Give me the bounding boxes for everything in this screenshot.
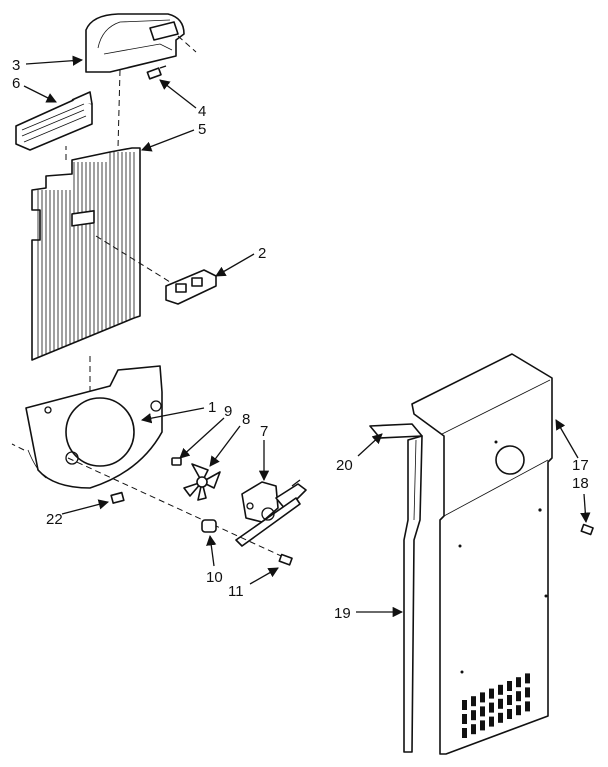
callout-4: 4 [198, 103, 206, 120]
vent-slot [480, 706, 485, 717]
vent-slot [480, 720, 485, 731]
vent-slot [516, 705, 521, 716]
callout-labels: 3 6 4 5 2 1 9 8 7 10 11 22 20 19 17 18 [12, 57, 589, 622]
part-rear-duct [411, 353, 553, 755]
vent-slot [489, 688, 494, 699]
part-fan-shroud [11, 365, 163, 489]
callout-10: 10 [206, 569, 223, 586]
vent-slot [462, 700, 467, 710]
part-grille-insert [15, 91, 93, 151]
vent-slot [507, 709, 512, 719]
callout-8: 8 [242, 411, 250, 428]
vent-slot [498, 712, 503, 723]
part-screw-4 [146, 65, 167, 80]
leader-lines [23, 55, 591, 618]
vent-slot [516, 691, 521, 702]
vent-slot [471, 724, 476, 735]
vent-slot [489, 702, 494, 713]
vent-slot [507, 695, 512, 705]
vent-slot [507, 681, 512, 691]
part-screw-18 [580, 523, 594, 536]
callout-7: 7 [260, 423, 268, 440]
vent-slot [489, 716, 494, 727]
vent-slot [480, 692, 485, 703]
vent-slot [462, 714, 467, 724]
callout-19: 19 [334, 605, 351, 622]
callout-6: 6 [12, 75, 20, 92]
vent-slot [462, 728, 467, 738]
callout-2: 2 [258, 245, 266, 262]
vent-slot [516, 677, 521, 688]
vent-slot [498, 698, 503, 709]
vent-slot [471, 696, 476, 707]
callout-22: 22 [46, 511, 63, 528]
callout-20: 20 [336, 457, 353, 474]
part-air-channel [403, 435, 423, 753]
callout-17: 17 [572, 457, 589, 474]
part-foam-strip [369, 423, 423, 439]
part-fan-motor [235, 479, 307, 547]
callout-5: 5 [198, 121, 206, 138]
part-screw-11 [278, 553, 293, 566]
part-bracket [95, 235, 217, 305]
vent-slot [498, 684, 503, 695]
part-fan-blade [183, 463, 221, 501]
part-grommet [201, 519, 217, 533]
callout-3: 3 [12, 57, 20, 74]
callout-11: 11 [228, 583, 244, 600]
callout-18: 18 [572, 475, 589, 492]
part-evaporator-panel [31, 69, 141, 394]
vent-slot [471, 710, 476, 721]
part-top-cover [85, 13, 197, 73]
vent-slot [525, 701, 530, 712]
callout-1: 1 [208, 399, 216, 416]
callout-9: 9 [224, 403, 232, 420]
vent-slot [525, 687, 530, 698]
vent-slot [525, 673, 530, 684]
part-nut [171, 457, 182, 466]
part-screw-22 [110, 491, 125, 504]
